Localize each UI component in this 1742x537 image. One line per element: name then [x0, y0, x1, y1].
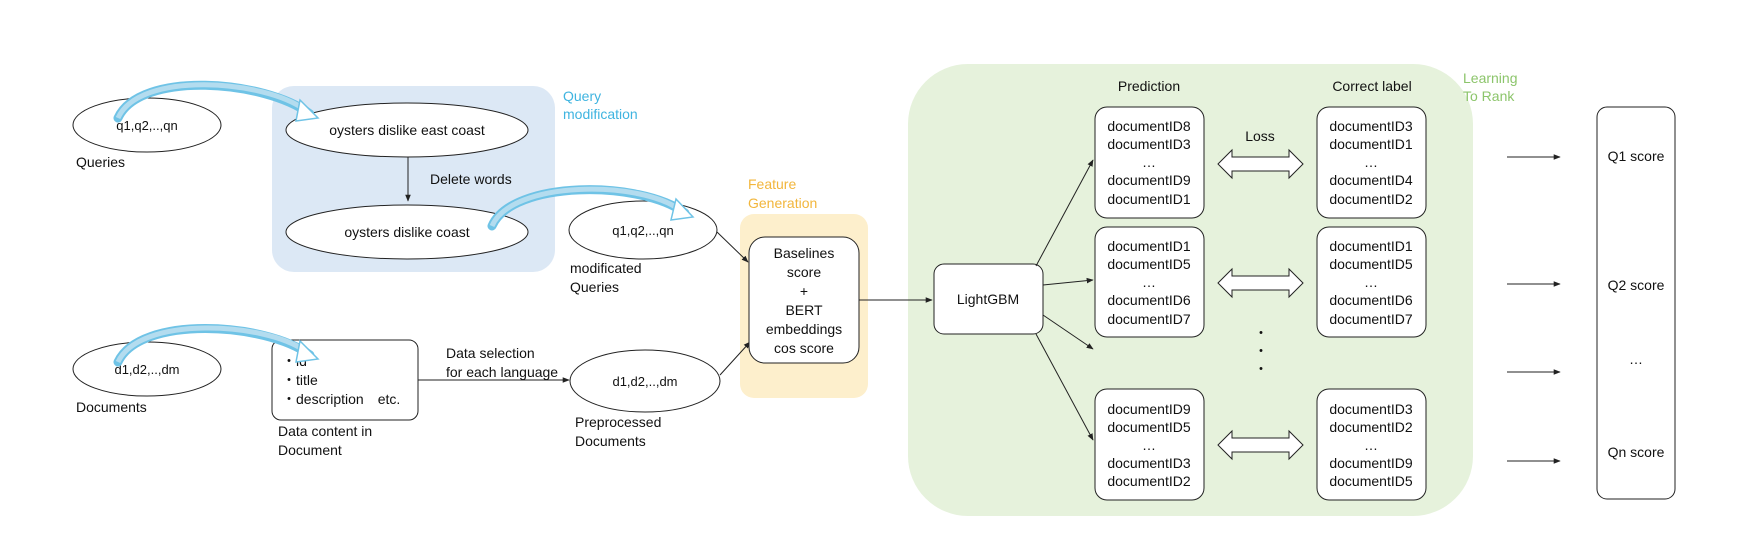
prediction-box	[1094, 106, 1205, 219]
loss-double-arrow	[1217, 148, 1304, 180]
modified-queries-label-2: Queries	[570, 279, 619, 295]
doc-id: …	[1364, 274, 1378, 290]
doc-id: documentID9	[1107, 172, 1190, 188]
original-query-text: oysters dislike east coast	[329, 122, 485, 138]
lightgbm-box	[933, 263, 1044, 335]
ellipsis-dot: ・	[1254, 343, 1268, 359]
correct-box	[1316, 388, 1427, 501]
doc-id: documentID3	[1329, 118, 1412, 134]
feature-generation-label: Feature	[748, 176, 796, 192]
query-modification-label-2: modification	[563, 106, 638, 122]
score-item: Q1 score	[1608, 148, 1665, 164]
documents-label: Documents	[76, 399, 147, 415]
model-to-prediction-arrow	[1035, 333, 1094, 441]
modified-query-text: oysters dislike coast	[344, 224, 469, 240]
ellipsis-dot: ・	[1254, 361, 1268, 377]
modified-queries-label: modificated	[570, 260, 642, 276]
loss-double-arrow	[1217, 429, 1304, 461]
docs-to-feature-arrow	[719, 341, 751, 376]
doc-id: documentID7	[1107, 311, 1190, 327]
curved-arrow-inner	[115, 325, 307, 364]
doc-id: documentID5	[1329, 473, 1412, 489]
preprocessed-text: d1,d2,..,dm	[612, 374, 677, 389]
doc-id: documentID3	[1107, 455, 1190, 471]
doc-id: documentID8	[1107, 118, 1190, 134]
curved-arrow-head	[670, 197, 695, 221]
curved-arrow-inner	[489, 186, 682, 228]
correct-box	[1316, 106, 1427, 219]
original-query-ellipse	[285, 102, 529, 158]
preprocessed-ellipse	[569, 349, 721, 413]
loss-label: Loss	[1245, 128, 1275, 144]
loss-double-arrow	[1217, 267, 1304, 299]
model-to-prediction-arrow	[1042, 277, 1094, 286]
content-item: ・title	[282, 372, 318, 388]
data-selection-label-2: for each language	[446, 364, 558, 380]
doc-id: documentID5	[1107, 419, 1190, 435]
doc-id: documentID1	[1107, 238, 1190, 254]
doc-id: documentID1	[1107, 191, 1190, 207]
doc-id: documentID9	[1329, 455, 1412, 471]
doc-id: documentID7	[1329, 311, 1412, 327]
doc-id: documentID1	[1329, 136, 1412, 152]
scores-box	[1596, 106, 1676, 500]
score-item: Qn score	[1608, 444, 1665, 460]
preprocessed-label-2: Documents	[575, 433, 646, 449]
score-item: Q2 score	[1608, 277, 1665, 293]
prediction-header: Prediction	[1118, 78, 1180, 94]
modified-queries-text: q1,q2,..,qn	[612, 223, 673, 238]
curved-arrow-head	[295, 339, 320, 363]
feature-line: BERT	[785, 302, 823, 318]
doc-id: …	[1142, 274, 1156, 290]
model-to-prediction-arrow	[1035, 159, 1094, 267]
doc-id: documentID2	[1329, 419, 1412, 435]
modified-query-ellipse	[285, 204, 529, 260]
doc-id: documentID2	[1107, 473, 1190, 489]
prediction-box	[1094, 388, 1205, 501]
doc-id: documentID5	[1107, 256, 1190, 272]
doc-id: documentID9	[1107, 401, 1190, 417]
feature-line: cos score	[774, 340, 834, 356]
doc-id: documentID2	[1329, 191, 1412, 207]
doc-id: …	[1364, 154, 1378, 170]
feature-line: Baselines	[774, 245, 835, 261]
doc-id: documentID3	[1107, 136, 1190, 152]
model-to-prediction-arrow	[1042, 314, 1094, 350]
query-modification-label: Query	[563, 88, 601, 104]
queries-label: Queries	[76, 154, 125, 170]
doc-id: documentID6	[1107, 292, 1190, 308]
preprocessed-label: Preprocessed	[575, 414, 661, 430]
doc-id: documentID3	[1329, 401, 1412, 417]
documents-text: d1,d2,..,dm	[114, 362, 179, 377]
score-item: …	[1629, 351, 1643, 367]
feature-generation-label-2: Generation	[748, 195, 817, 211]
correct-label-header: Correct label	[1332, 78, 1411, 94]
lightgbm-text: LightGBM	[957, 291, 1019, 307]
queries-text: q1,q2,..,qn	[116, 118, 177, 133]
feature-line: score	[787, 264, 821, 280]
delete-words-label: Delete words	[430, 171, 512, 187]
content-item: ・description etc.	[282, 391, 400, 407]
curved-arrow-head	[295, 98, 320, 122]
doc-id: documentID4	[1329, 172, 1412, 188]
learning-to-rank-label: Learning	[1463, 70, 1518, 86]
feature-line: +	[800, 283, 808, 299]
learning-to-rank-label-2: To Rank	[1463, 88, 1515, 104]
data-content-label-2: Document	[278, 442, 342, 458]
ellipsis-dot: ・	[1254, 325, 1268, 341]
data-content-label: Data content in	[278, 423, 372, 439]
doc-id: …	[1364, 437, 1378, 453]
curved-arrow-inner	[115, 82, 307, 120]
doc-id: …	[1142, 154, 1156, 170]
correct-box	[1316, 226, 1427, 338]
doc-id: documentID5	[1329, 256, 1412, 272]
doc-id: documentID1	[1329, 238, 1412, 254]
feature-line: embeddings	[766, 321, 842, 337]
data-selection-label: Data selection	[446, 345, 535, 361]
doc-id: …	[1142, 437, 1156, 453]
doc-id: documentID6	[1329, 292, 1412, 308]
prediction-box	[1094, 226, 1205, 338]
queries-to-feature-arrow	[716, 231, 749, 263]
